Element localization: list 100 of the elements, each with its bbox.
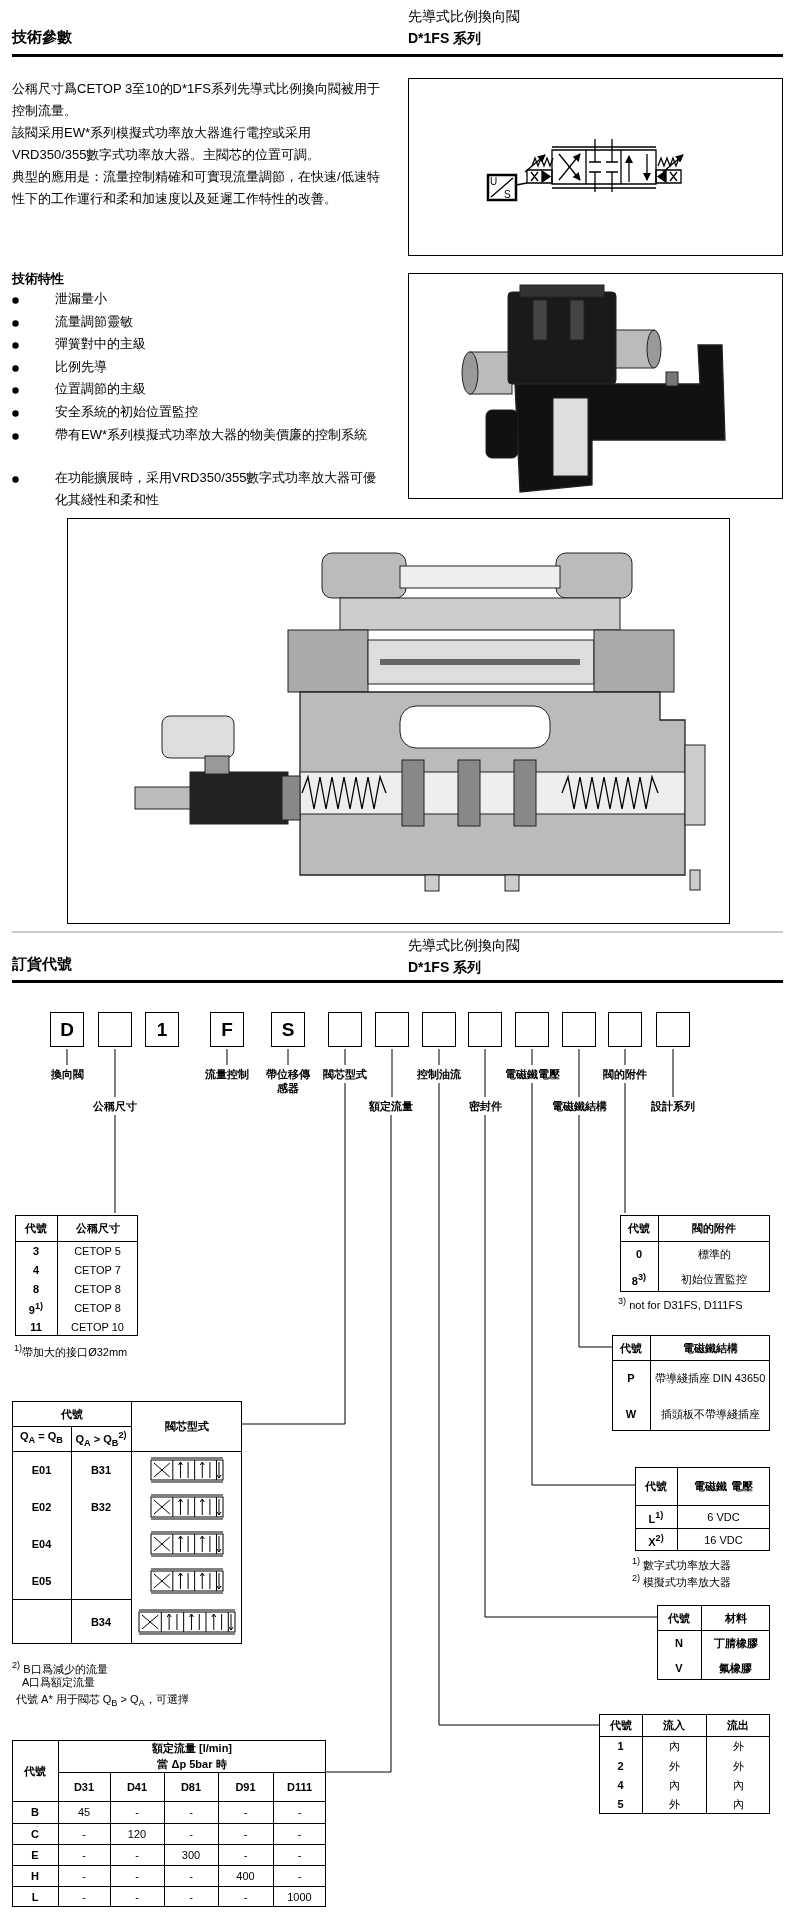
table-entry: - xyxy=(242,1805,249,1820)
code-box: F xyxy=(210,1012,244,1047)
table-entry: E01 xyxy=(30,1462,53,1478)
column-header: 流入 xyxy=(662,1718,686,1733)
table-entry: 9$^{1)}$ xyxy=(27,1299,45,1317)
position-label: 電磁鐵結構 xyxy=(551,1099,607,1113)
leader-line xyxy=(624,1048,626,1066)
code-table xyxy=(620,1215,770,1292)
table-entry: L$^{1)}$ xyxy=(647,1508,665,1527)
column-header: 代號 xyxy=(59,1406,84,1422)
table-entry: - xyxy=(296,1868,303,1884)
table-entry: - xyxy=(242,1847,249,1863)
feature-item: 比例先導 xyxy=(55,358,108,376)
feature-item: 泄漏量小 xyxy=(55,290,108,308)
code-table xyxy=(657,1605,770,1680)
table-entry: 1 xyxy=(616,1739,625,1754)
series-name: D*1FS 系列 xyxy=(408,958,482,977)
table-entry: 內 xyxy=(667,1739,681,1754)
table-entry: - xyxy=(134,1868,140,1884)
footnote: $^{1)}$ 數字式功率放大器 xyxy=(632,1555,732,1573)
table-entry: - xyxy=(81,1889,87,1905)
column-header: 材料 xyxy=(723,1610,748,1626)
table-entry: B xyxy=(30,1805,40,1820)
code-box xyxy=(328,1012,362,1047)
table-entry: 內 xyxy=(667,1777,681,1793)
column-header: Q$_{A}$ = Q$_{B}$ xyxy=(19,1429,64,1448)
feature-item: 位置調節的主級 xyxy=(55,380,147,398)
leader-line xyxy=(287,1048,289,1066)
table-entry: CETOP 8 xyxy=(73,1300,122,1316)
feature-item: 彈簧對中的主級 xyxy=(55,335,147,353)
footnote: $^{2)}$ 模擬式功率放大器 xyxy=(632,1572,732,1590)
column-header: 當 Δp 5bar 時 xyxy=(156,1757,228,1772)
table-entry: 6 VDC xyxy=(706,1509,741,1525)
table-entry: 插頭板不帶導綫插座 xyxy=(659,1406,761,1422)
column-header: D81 xyxy=(179,1779,203,1795)
table-entry: - xyxy=(242,1826,249,1842)
table-entry: E05 xyxy=(30,1573,53,1589)
intro-paragraph: 公稱尺寸爲CETOP 3至10的D*1FS系列先導式比例換向閥被用于控制流量。 xyxy=(12,80,380,120)
leader-line xyxy=(66,1048,68,1066)
table-entry: L xyxy=(30,1889,40,1905)
table-entry: CETOP 7 xyxy=(73,1262,122,1278)
table-entry: B32 xyxy=(89,1499,113,1515)
table-entry: W xyxy=(624,1406,638,1422)
code-table xyxy=(12,1740,326,1907)
table-entry: 初始位置監控 xyxy=(680,1272,748,1287)
table-entry: - xyxy=(134,1847,140,1863)
column-header: 閥芯型式 xyxy=(163,1419,210,1434)
feature-item: 流量調節靈敏 xyxy=(55,313,134,331)
table-entry: P xyxy=(626,1371,636,1386)
column-header: D41 xyxy=(125,1779,149,1795)
table-entry: - xyxy=(188,1889,194,1905)
column-header: 代號 xyxy=(24,1221,48,1236)
table-entry: X$^{2)}$ xyxy=(647,1531,665,1550)
table-entry: 300 xyxy=(180,1847,202,1863)
footnote: $^{3)}$ not for D31FS, D111FS xyxy=(618,1295,743,1313)
table-entry: - xyxy=(296,1826,303,1842)
intro-paragraph: 典型的應用是：流量控制精確和可實現流量調節，在快速/低速特性下的工作運行和柔和加速度以及延遲工作特性的改善。 xyxy=(12,168,380,208)
series-title: 先導式比例換向閥 xyxy=(408,936,520,955)
footnote: $^{1)}$帶加大的接口Ø32mm xyxy=(14,1342,128,1360)
table-entry: H xyxy=(30,1868,40,1884)
code-box: S xyxy=(271,1012,305,1047)
code-table xyxy=(612,1335,770,1431)
code-table xyxy=(599,1714,770,1814)
table-entry: 外 xyxy=(667,1758,681,1774)
column-header: D31 xyxy=(72,1779,96,1795)
footnote: $^{2)}$ B口爲減少的流量 xyxy=(12,1659,108,1677)
column-header: 代號 xyxy=(667,1610,691,1626)
table-entry: 丁腈橡膠 xyxy=(712,1635,759,1651)
table-entry: E xyxy=(30,1847,40,1863)
code-box xyxy=(608,1012,642,1047)
table-entry: 標準的 xyxy=(696,1246,732,1262)
table-entry: 400 xyxy=(235,1868,256,1884)
position-label: 公稱尺寸 xyxy=(93,1099,137,1113)
leader-line xyxy=(531,1048,533,1066)
table-entry: 120 xyxy=(126,1826,148,1842)
code-box xyxy=(515,1012,549,1047)
code-box xyxy=(422,1012,456,1047)
feature-heading: 技術特性 xyxy=(12,270,64,288)
table-entry: - xyxy=(81,1847,87,1863)
column-header: 公稱尺寸 xyxy=(74,1221,121,1236)
leader-line xyxy=(114,1048,116,1098)
position-label: 帶位移傳感器 xyxy=(261,1067,315,1095)
table-entry: 外 xyxy=(731,1758,745,1774)
column-header: D111 xyxy=(285,1779,314,1795)
code-box xyxy=(656,1012,690,1047)
code-box xyxy=(98,1012,132,1047)
table-entry: - xyxy=(134,1889,140,1905)
table-entry: 45 xyxy=(76,1805,92,1820)
table-entry: - xyxy=(188,1826,194,1842)
table-entry: 11 xyxy=(29,1319,43,1335)
feature-item: 在功能擴展時，采用VRD350/355數字式功率放大器可優化其綫性和柔和性 xyxy=(55,469,378,509)
table-entry: - xyxy=(188,1805,194,1820)
column-header: 代號 xyxy=(627,1221,651,1236)
leader-line xyxy=(114,1114,116,1214)
table-entry: 5 xyxy=(616,1797,625,1812)
table-entry: N xyxy=(674,1635,684,1651)
series-name: D*1FS 系列 xyxy=(408,29,482,48)
position-label: 電磁鐵電壓 xyxy=(504,1067,560,1081)
column-header: 額定流量 [l/min] xyxy=(150,1741,234,1756)
column-header: D91 xyxy=(234,1779,257,1795)
